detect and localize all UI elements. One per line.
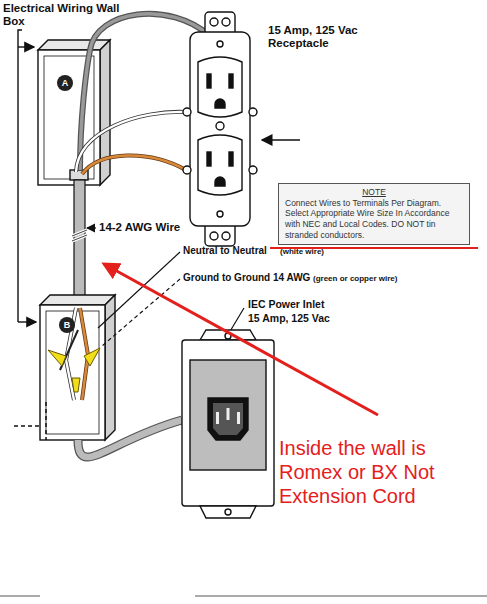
leader-line <box>102 279 180 346</box>
cable-14-2 <box>72 180 87 308</box>
note-heading: NOTE <box>285 187 463 198</box>
dashed-line <box>45 402 47 440</box>
leader-arrow <box>262 139 300 141</box>
iec-inlet <box>182 330 274 518</box>
part-label: 14-2 AWG Wire <box>99 221 180 234</box>
callout-circle: B <box>59 317 75 333</box>
cable <box>78 420 182 457</box>
part-label: 15 Amp, 125 Vac Receptacle <box>268 24 393 50</box>
note-body: Connect Wires to Terminals Per Diagram. … <box>285 198 463 241</box>
callout-text: Inside the wall is Romex or BX Not Exten… <box>279 436 484 508</box>
wire-label: Neutral to Neutral <box>183 245 267 257</box>
note-box: NOTEConnect Wires to Terminals Per Diagr… <box>278 183 470 245</box>
part-label: IEC Power Inlet <box>248 298 324 310</box>
wall-box-a <box>38 40 110 185</box>
callout-letter: B <box>64 320 71 330</box>
leader-arrow <box>87 227 96 228</box>
callout-letter: A <box>62 78 69 88</box>
bracket <box>18 30 36 322</box>
wire-bundle <box>60 308 88 400</box>
wire-note: (green or copper wire) <box>313 274 397 283</box>
part-label: Electrical Wiring Wall Box <box>3 2 128 28</box>
wire-note: (white wire) <box>280 247 324 256</box>
wire-nuts <box>48 348 100 392</box>
ground-wire <box>82 155 186 174</box>
receptacle <box>183 12 257 246</box>
part-label: 15 Amp, 125 Vac <box>248 312 330 324</box>
callout-circle: A <box>57 75 73 91</box>
red-arrow <box>104 264 378 415</box>
wall-box-b <box>40 295 115 440</box>
wire-label: Ground to Ground 14 AWG <box>183 272 310 284</box>
